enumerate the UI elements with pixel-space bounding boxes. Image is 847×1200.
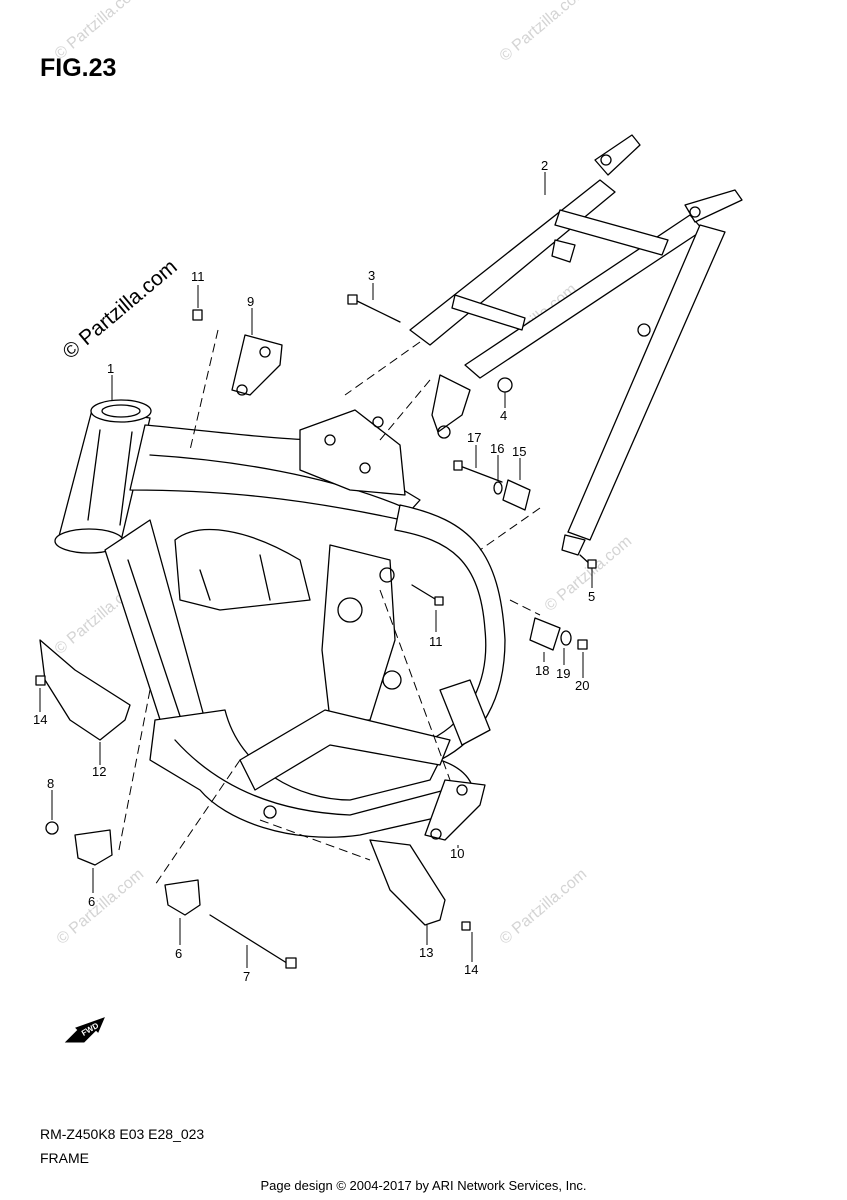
callout-12: 12 [92, 764, 106, 779]
callout-19: 19 [556, 666, 570, 681]
callout-1: 1 [107, 361, 114, 376]
callout-16: 16 [490, 441, 504, 456]
main-frame-drawing [54, 399, 506, 838]
watermark-text: © Partzilla.com [497, 866, 591, 948]
fwd-arrow-icon: FWD [64, 1017, 105, 1043]
watermark-main-text: © Partzilla.com [58, 255, 181, 364]
page-credit: Page design © 2004-2017 by ARI Network S… [260, 1178, 587, 1193]
callout-15: 15 [512, 444, 526, 459]
callout-17: 17 [467, 430, 481, 445]
callout-13: 13 [419, 945, 433, 960]
figure-title: FIG.23 [40, 54, 117, 82]
watermark-text: © Partzilla.com [54, 866, 148, 948]
callout-14-left: 14 [33, 712, 47, 727]
watermark-text: © Partzilla.com [497, 0, 591, 65]
callout-2: 2 [541, 158, 548, 173]
callout-10: 10 [450, 846, 464, 861]
callout-3: 3 [368, 268, 375, 283]
callout-11-upper: 11 [191, 269, 205, 284]
diagram-code: RM-Z450K8 E03 E28_023 [40, 1126, 205, 1142]
hardware-parts [35, 294, 597, 969]
watermark-text: © Partzilla.com [52, 0, 146, 63]
callout-5: 5 [588, 589, 595, 604]
callout-14-right: 14 [464, 962, 478, 977]
callout-11-lower: 11 [429, 634, 443, 649]
callout-9: 9 [247, 294, 254, 309]
subframe-drawing [409, 134, 743, 556]
callout-4: 4 [500, 408, 507, 423]
diagram-name: FRAME [40, 1150, 89, 1166]
leader-lines [39, 172, 593, 968]
callout-20: 20 [575, 678, 589, 693]
callout-18: 18 [535, 663, 549, 678]
callout-7: 7 [243, 969, 250, 984]
callout-labels: 1 2 3 4 5 6 6 7 8 9 10 11 11 12 13 14 14… [33, 158, 595, 984]
callout-6-upper: 6 [88, 894, 95, 909]
callout-8: 8 [47, 776, 54, 791]
callout-6-lower: 6 [175, 946, 182, 961]
